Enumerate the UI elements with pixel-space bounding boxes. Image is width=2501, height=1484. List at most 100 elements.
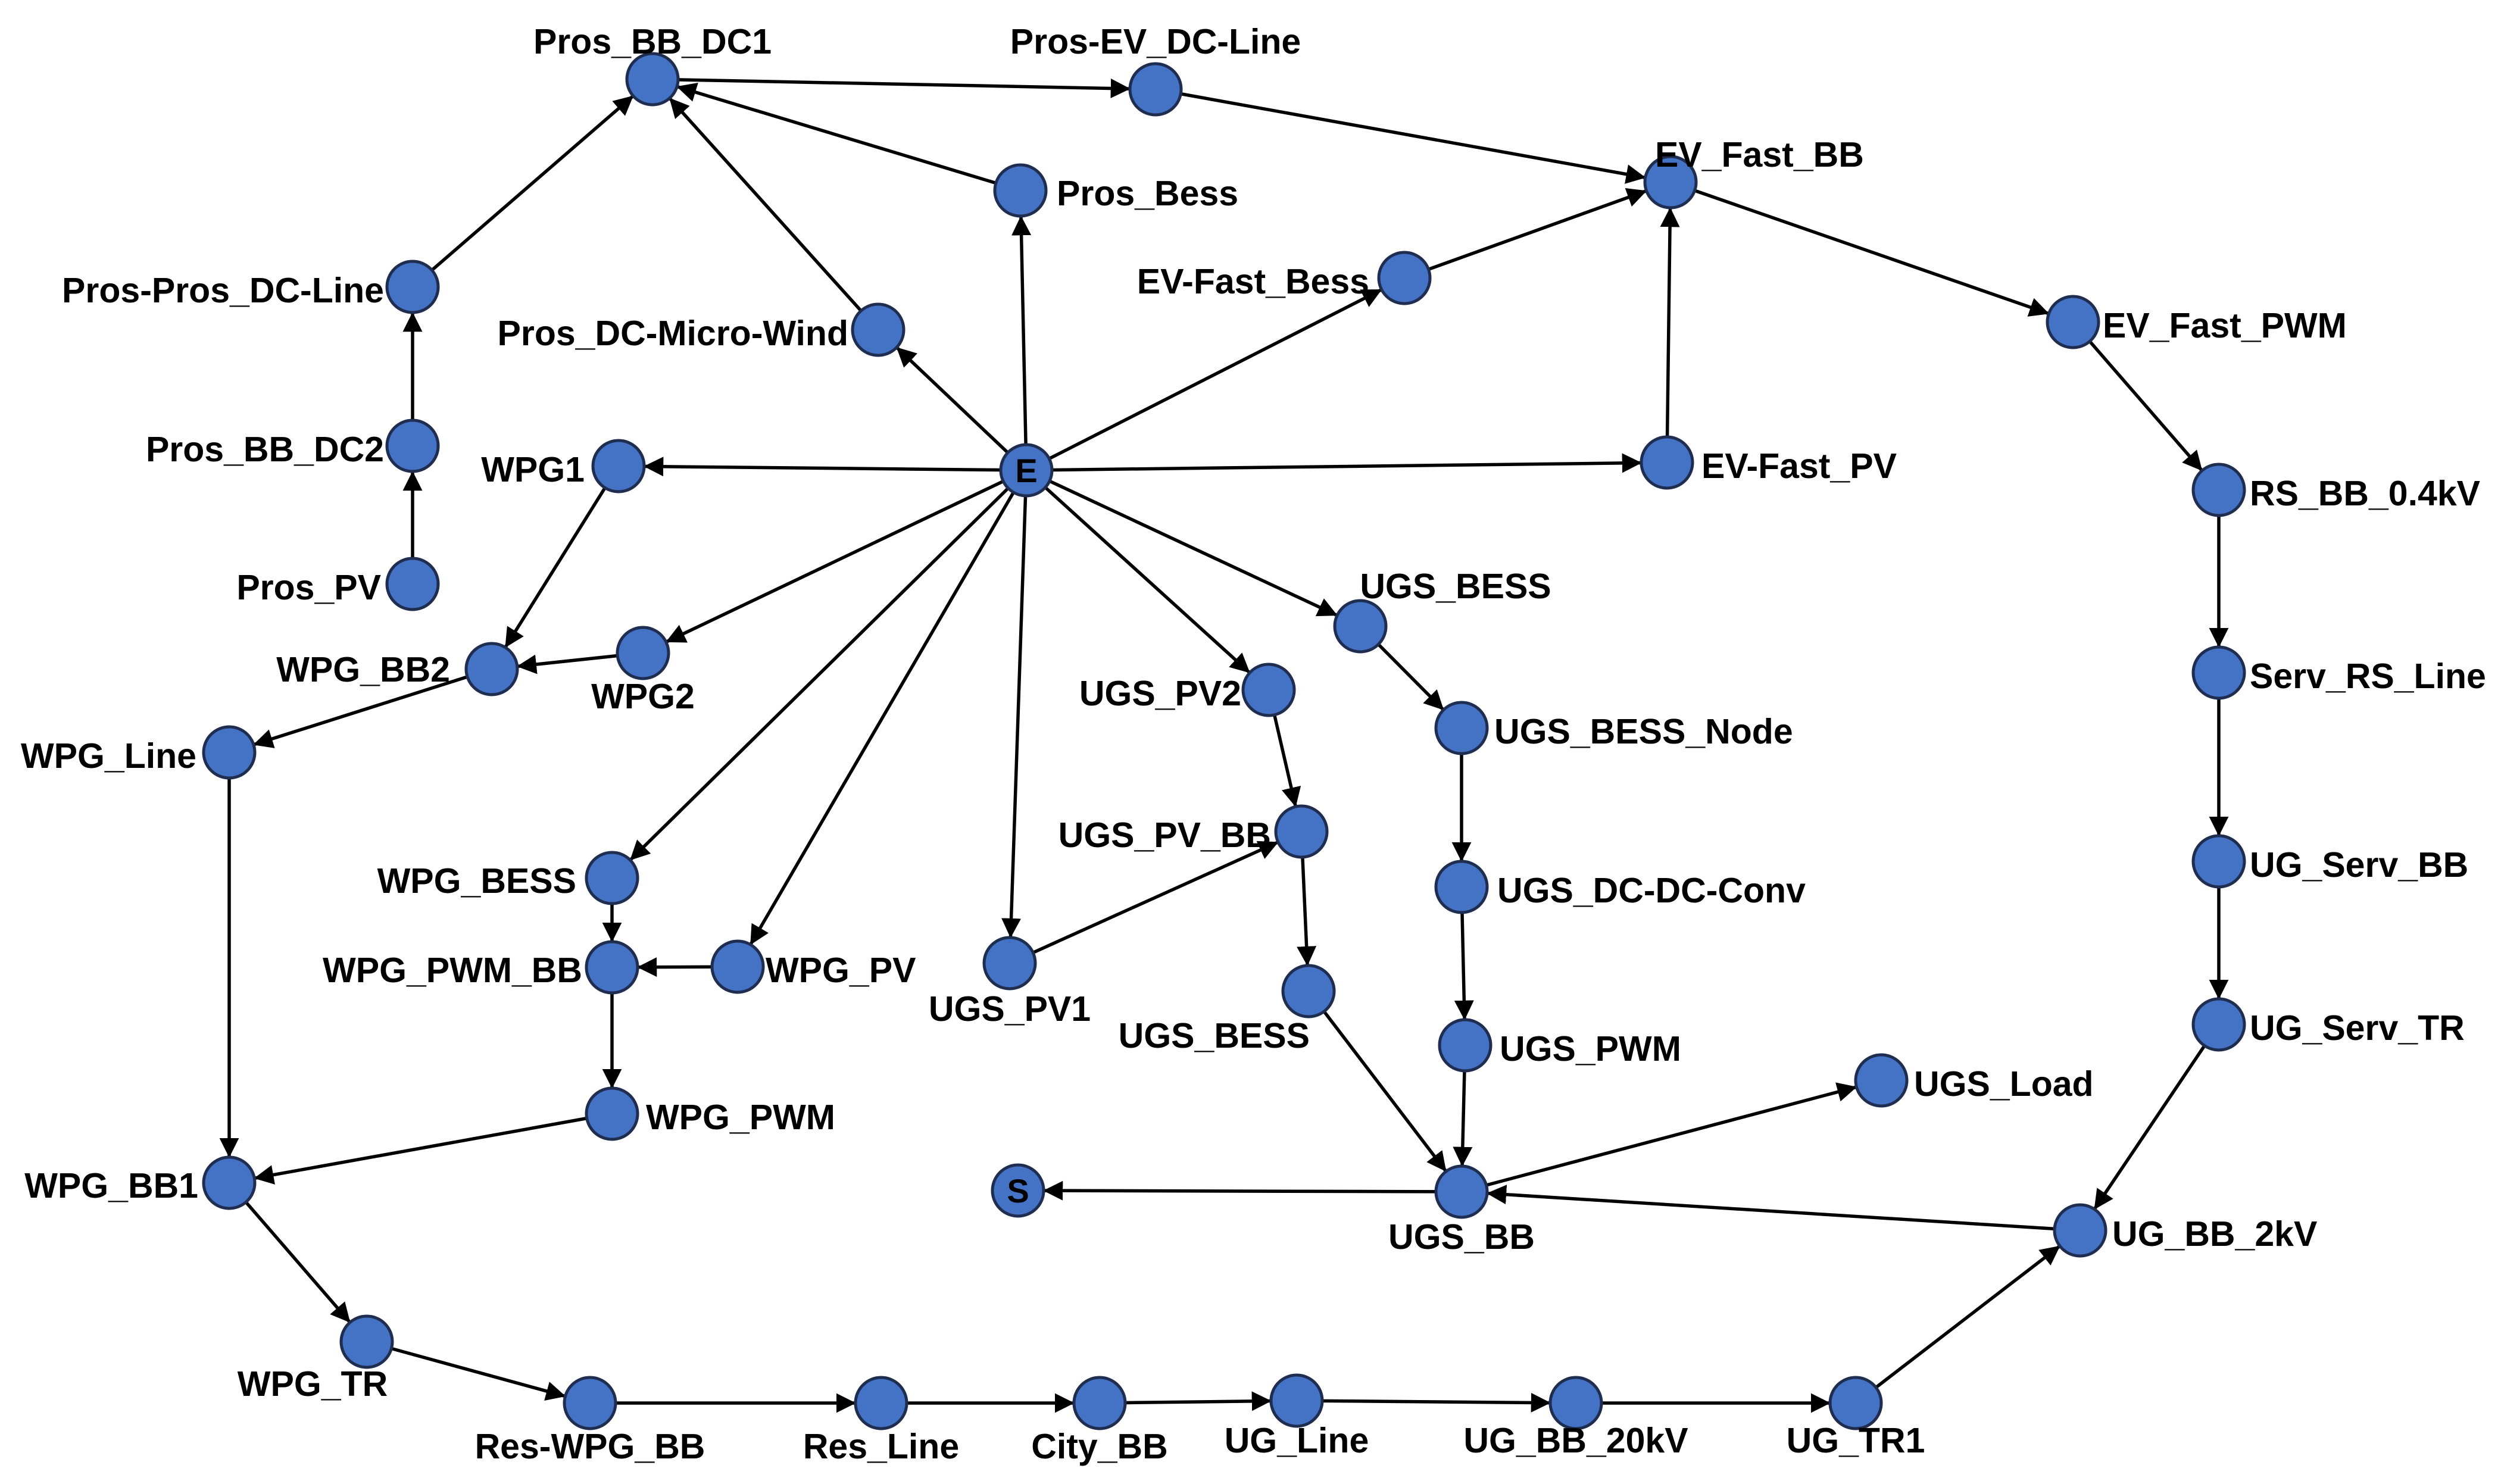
edge-UGS_PWM-to-UGS_BB — [1453, 1070, 1473, 1167]
node-label-WPG_TR: WPG_TR — [238, 1364, 388, 1404]
node-label-Pros_BB_DC1: Pros_BB_DC1 — [533, 22, 772, 61]
node-label-UGS_BESS_low: UGS_BESS — [1119, 1016, 1310, 1055]
node-Pros_DC-Micro-Wind — [851, 302, 906, 357]
node-label-EV-Fast_Bess: EV-Fast_Bess — [1137, 262, 1369, 301]
edge-E-to-Pros_DC-Micro-Wind — [896, 346, 1009, 454]
node-UGS_Load — [1854, 1053, 1909, 1108]
edge-E-to-Pros_Bess — [1011, 215, 1032, 445]
node-UG_Serv_BB — [2191, 834, 2246, 889]
edge-UGS_BESS_low-to-UGS_BB — [1322, 1010, 1447, 1172]
node-UG_Serv_TR — [2191, 997, 2246, 1052]
node-label-UG_TR1: UG_TR1 — [1787, 1421, 1925, 1460]
node-WPG_BB2 — [464, 642, 519, 696]
node-label-UGS_PV2: UGS_PV2 — [1079, 674, 1241, 713]
edge-Pros-Pros_DC-Line-to-Pros_BB_DC1 — [430, 95, 634, 271]
node-label-UG_Line: UG_Line — [1225, 1421, 1369, 1460]
node-label-UGS_BESS_top: UGS_BESS — [1360, 567, 1551, 606]
node-WPG2 — [616, 626, 670, 680]
edge-UG_TR1-to-UG_BB_2kV — [1875, 1245, 2060, 1389]
edge-WPG_TR-to-Res-WPG_BB — [391, 1346, 566, 1401]
node-UGS_PV1 — [982, 936, 1037, 991]
node-Pros_PV — [385, 557, 440, 611]
edge-UGS_BB-to-UGS_Load — [1485, 1082, 1857, 1187]
node-Pros-EV_DC-Line — [1128, 62, 1183, 117]
node-label-WPG_BESS: WPG_BESS — [377, 861, 576, 901]
node-UGS_PV2 — [1241, 663, 1296, 717]
node-inner-label-S: S — [1007, 1172, 1029, 1210]
edge-UGS_PV1-to-UGS_PV_BB — [1032, 841, 1279, 954]
edge-Pros_BB_DC1-to-Pros-EV_DC-Line — [677, 78, 1131, 98]
node-label-UGS_PV_BB: UGS_PV_BB — [1059, 816, 1271, 855]
edges-layer — [219, 78, 2229, 1413]
node-UG_TR1 — [1828, 1376, 1883, 1430]
edge-UGS_PV2-to-UGS_PV_BB — [1273, 714, 1301, 807]
edge-EV-Fast_PV-to-EV_Fast_BB — [1660, 207, 1680, 438]
node-label-WPG_PWM: WPG_PWM — [646, 1098, 835, 1137]
node-UG_BB_20kV — [1548, 1376, 1603, 1430]
node-label-WPG_PWM_BB: WPG_PWM_BB — [323, 951, 582, 990]
node-label-WPG_Line: WPG_Line — [21, 736, 196, 776]
edge-EV_Fast_PWM-to-RS_BB_0.4kV — [2088, 340, 2203, 471]
edge-UGS_PV_BB-to-UGS_BESS_low — [1297, 857, 1317, 966]
edge-E-to-EV-Fast_Bess — [1048, 288, 1382, 460]
node-label-WPG_BB2: WPG_BB2 — [276, 650, 450, 689]
node-label-Res-WPG_BB: Res-WPG_BB — [475, 1427, 705, 1466]
edge-WPG_PWM-to-WPG_BB1 — [254, 1116, 588, 1185]
node-E — [999, 443, 1054, 498]
node-Res-WPG_BB — [563, 1376, 617, 1430]
edge-UG_Serv_TR-to-UG_BB_2kV — [2093, 1045, 2206, 1210]
edge-UGS_DC-DC-Conv-to-UGS_PWM — [1454, 912, 1474, 1020]
node-label-EV-Fast_PV: EV-Fast_PV — [1701, 446, 1897, 486]
node-City_BB — [1072, 1376, 1127, 1430]
node-Pros_BB_DC2 — [385, 418, 440, 473]
node-Pros-Pros_DC-Line — [385, 260, 440, 314]
edge-EV-Fast_Bess-to-EV_Fast_BB — [1428, 188, 1647, 271]
node-UGS_DC-DC-Conv — [1434, 860, 1489, 914]
node-label-UG_BB_20kV: UG_BB_20kV — [1463, 1421, 1688, 1460]
edge-UG_Line-to-UG_BB_20kV — [1322, 1392, 1551, 1413]
node-label-RS_BB_0.4kV: RS_BB_0.4kV — [2250, 474, 2480, 513]
node-label-UGS_DC-DC-Conv: UGS_DC-DC-Conv — [1497, 871, 1806, 910]
edge-Pros_Bess-to-Pros_BB_DC1 — [676, 83, 997, 185]
node-WPG1 — [591, 439, 646, 493]
node-UGS_BESS_top — [1333, 599, 1388, 654]
node-label-WPG_PV: WPG_PV — [766, 951, 916, 990]
edge-UG_BB_2kV-to-UGS_BB — [1487, 1185, 2055, 1231]
edge-E-to-WPG_BESS — [630, 487, 1010, 861]
node-Res_Line — [854, 1376, 908, 1430]
edge-Pros-EV_DC-Line-to-EV_Fast_BB — [1180, 92, 1646, 184]
node-WPG_PWM_BB — [585, 940, 639, 995]
node-UGS_BESS_low — [1281, 964, 1336, 1019]
node-label-WPG2: WPG2 — [591, 677, 695, 716]
node-WPG_PWM — [585, 1086, 639, 1141]
edge-EV_Fast_BB-to-EV_Fast_PWM — [1694, 189, 2050, 317]
edge-WPG1-to-WPG_BB2 — [504, 487, 607, 648]
node-label-WPG1: WPG1 — [481, 450, 585, 489]
node-WPG_BB1 — [202, 1155, 257, 1210]
edge-City_BB-to-UG_Line — [1125, 1391, 1272, 1411]
edge-UGS_BB-to-S — [1043, 1180, 1437, 1201]
node-label-EV_Fast_PWM: EV_Fast_PWM — [2103, 306, 2347, 345]
edge-E-to-WPG2 — [666, 480, 1004, 643]
edge-E-to-WPG1 — [644, 457, 1001, 477]
node-inner-label-E: E — [1015, 452, 1037, 489]
node-EV_Fast_PWM — [2046, 295, 2100, 349]
edge-E-to-EV-Fast_PV — [1051, 453, 1642, 473]
edge-E-to-WPG_PV — [750, 491, 1015, 945]
node-label-UGS_BESS_Node: UGS_BESS_Node — [1494, 712, 1793, 751]
node-UGS_BB — [1434, 1164, 1489, 1219]
node-Pros_BB_DC1 — [625, 52, 680, 107]
edge-WPG_BB1-to-WPG_TR — [245, 1201, 351, 1323]
node-label-UGS_PV1: UGS_PV1 — [929, 989, 1091, 1029]
node-label-Pros_BB_DC2: Pros_BB_DC2 — [146, 430, 384, 469]
node-label-City_BB: City_BB — [1031, 1427, 1168, 1466]
node-UG_BB_2kV — [2053, 1203, 2107, 1258]
node-label-Serv_RS_Line: Serv_RS_Line — [2250, 657, 2486, 696]
node-label-UGS_PWM: UGS_PWM — [1500, 1029, 1681, 1069]
node-label-UGS_Load: UGS_Load — [1914, 1064, 2094, 1104]
node-Pros_Bess — [993, 163, 1048, 218]
node-label-Pros_DC-Micro-Wind: Pros_DC-Micro-Wind — [498, 314, 848, 353]
node-UGS_BESS_Node — [1434, 701, 1489, 755]
edge-UGS_BESS_top-to-UGS_BESS_Node — [1377, 643, 1444, 711]
